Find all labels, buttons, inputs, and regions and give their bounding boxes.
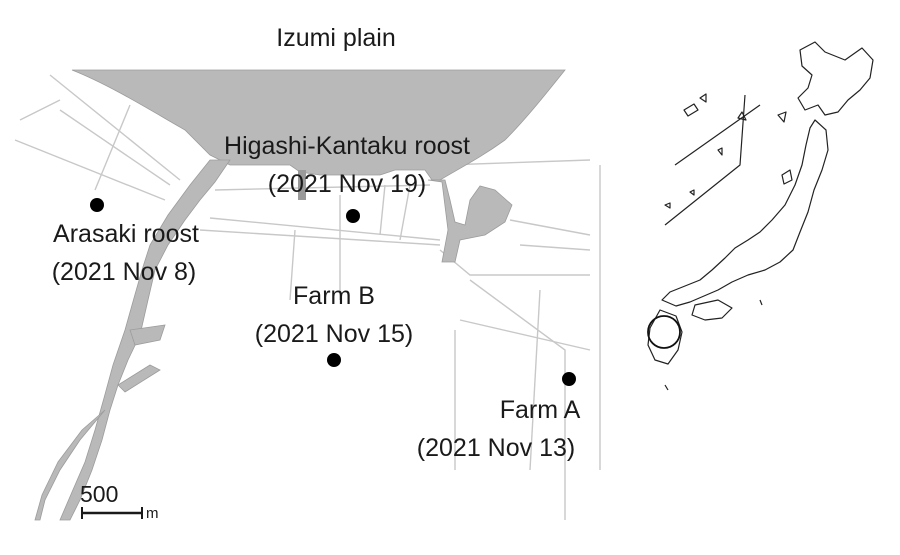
circle-marker-icon — [647, 315, 681, 349]
label-farm-b-name: Farm B — [293, 282, 375, 310]
marker-higashi-kantaku — [346, 209, 360, 223]
river-branch — [117, 364, 161, 393]
marker-farm-a — [562, 372, 576, 386]
scale-bar: 500 m — [80, 481, 159, 522]
eastern-channel — [427, 179, 513, 263]
label-higashi-kantaku-name: Higashi-Kantaku roost — [224, 132, 470, 160]
scale-bar-value: 500 — [80, 481, 118, 507]
river-branch-lower — [34, 409, 106, 521]
label-farm-a-date: (2021 Nov 13) — [417, 434, 575, 462]
label-arasaki-date: (2021 Nov 8) — [52, 258, 197, 286]
label-farm-a-name: Farm A — [500, 396, 581, 424]
location-markers — [90, 198, 576, 386]
road-network — [14, 74, 601, 520]
japan-inset-map — [647, 41, 874, 391]
scale-bar-unit: m — [146, 505, 159, 522]
label-arasaki-name: Arasaki roost — [53, 220, 199, 248]
map-title: Izumi plain — [276, 24, 396, 52]
japan-outline-icon — [647, 41, 874, 391]
izumi-plain-map: Izumi plain Higashi-Kantaku roost (2021 … — [14, 24, 601, 522]
label-farm-b-date: (2021 Nov 15) — [255, 320, 413, 348]
main-river — [59, 159, 231, 521]
water-bodies — [34, 69, 566, 521]
tributary — [129, 324, 166, 346]
marker-arasaki — [90, 198, 104, 212]
small-pond — [298, 170, 306, 200]
label-higashi-kantaku-date: (2021 Nov 19) — [268, 170, 426, 198]
marker-farm-b — [327, 353, 341, 367]
